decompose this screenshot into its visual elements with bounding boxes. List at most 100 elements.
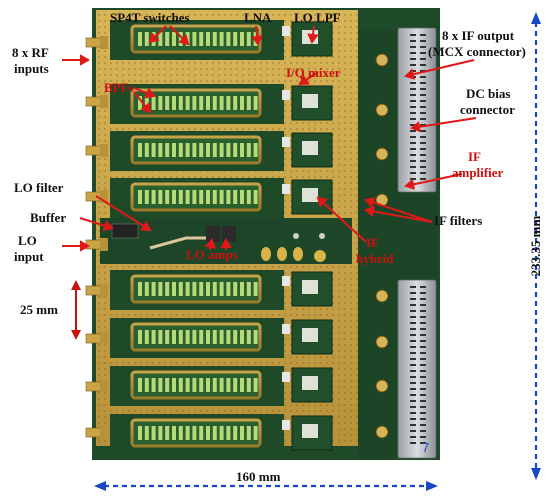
connector-pin [410,142,416,144]
bpf-resonator [240,190,244,204]
pointer-arrow [169,25,190,46]
connector-pin [410,334,416,336]
bpf-resonator [226,330,231,344]
connector-pin [410,106,416,108]
bpf-resonator [192,96,197,110]
bpf-resonator [151,190,156,204]
bpf-resonator [178,426,183,440]
channel-row-6 [110,318,333,358]
connector-pin [420,322,426,324]
if-chip [302,94,318,108]
sma-connector [85,426,108,439]
bpf-resonator [212,96,217,110]
label-lo-input-2: input [14,249,44,264]
label-buffer: Buffer [30,210,67,225]
connector-pin [410,112,416,114]
connector-pin [420,160,426,162]
bpf-resonator [246,96,251,110]
connector-pin [420,418,426,420]
connector-pin [420,376,426,378]
bpf-resonator [192,143,197,157]
connector-pin [410,130,416,132]
sma-connector [85,144,108,157]
bpf-resonator [253,378,258,392]
bpf-resonator [226,282,231,296]
bpf-resonator [253,190,258,204]
bpf-resonator [199,96,204,110]
dc-bias-connector-bottom [397,279,437,459]
connector-pin [420,334,426,336]
connector-pin [410,310,416,312]
mcx-connector [375,379,389,393]
bpf-resonator [185,143,190,157]
connector-pin [410,406,416,408]
bpf-resonator [240,426,244,440]
connector-pin [410,442,416,444]
bpf-resonator [233,330,238,344]
connector-pin [420,316,426,318]
label-lo-input-1: LO [18,233,37,248]
label-iq-mixer: I/Q mixer [286,65,341,80]
label-lo-amps: LO amps [186,247,238,262]
channel-row-8 [110,414,333,454]
bpf-resonator [172,378,176,392]
sma-connector [85,284,108,297]
label-233mm: 233.35 mm [528,215,543,277]
bpf-resonator [206,32,210,46]
bpf-resonator [206,330,210,344]
connector-pin [410,64,416,66]
connector-pin [410,166,416,168]
connector-pin [410,124,416,126]
bpf-resonator [151,282,156,296]
connector-pin [420,106,426,108]
if-chip [302,328,318,342]
connector-pin [410,298,416,300]
pointer-arrow [404,59,475,80]
label-bpfs: BPFs [104,80,134,95]
bpf-resonator [240,96,244,110]
bpf-resonator [192,190,197,204]
bpf-resonator [206,378,210,392]
label-dc-bias-2: connector [460,102,515,117]
connector-pin [410,322,416,324]
connector-pin [410,172,416,174]
bpf-resonator [199,378,204,392]
bpf-resonator [165,96,170,110]
sma-connector [85,36,108,49]
bpf-resonator [151,96,156,110]
bpf-resonator [138,143,142,157]
bpf-resonator [219,32,224,46]
connector-pin [410,178,416,180]
connector-pin [420,412,426,414]
sma-connector [85,95,108,108]
bpf-resonator [240,378,244,392]
bpf-resonator [233,378,238,392]
connector-pin [420,436,426,438]
bpf-resonator [144,32,149,46]
sma-connector [85,238,108,251]
connector-pin [420,112,426,114]
bpf-resonator [144,426,149,440]
bpf-resonator [158,143,163,157]
mixer-chip [282,420,290,430]
bpf-resonator [226,190,231,204]
bpf-resonator [185,378,190,392]
connector-pin [410,88,416,90]
bpf-resonator [178,190,183,204]
mixer-chip [282,26,290,36]
label-lo-filter: LO filter [14,180,64,195]
connector-pin [410,154,416,156]
label-if-filters: IF filters [434,213,483,228]
bpf-resonator [165,190,170,204]
connector-pin [420,304,426,306]
bpf-resonator [185,426,190,440]
dc-bias-connector-top [397,27,437,193]
pointer-arrow [298,71,319,86]
mcx-connector [375,53,389,67]
bpf-resonator [246,32,251,46]
bpf-resonator [212,426,217,440]
connector-pin [420,382,426,384]
bpf-resonator [253,330,258,344]
bpf-resonator [165,378,170,392]
if-chip [302,280,318,294]
